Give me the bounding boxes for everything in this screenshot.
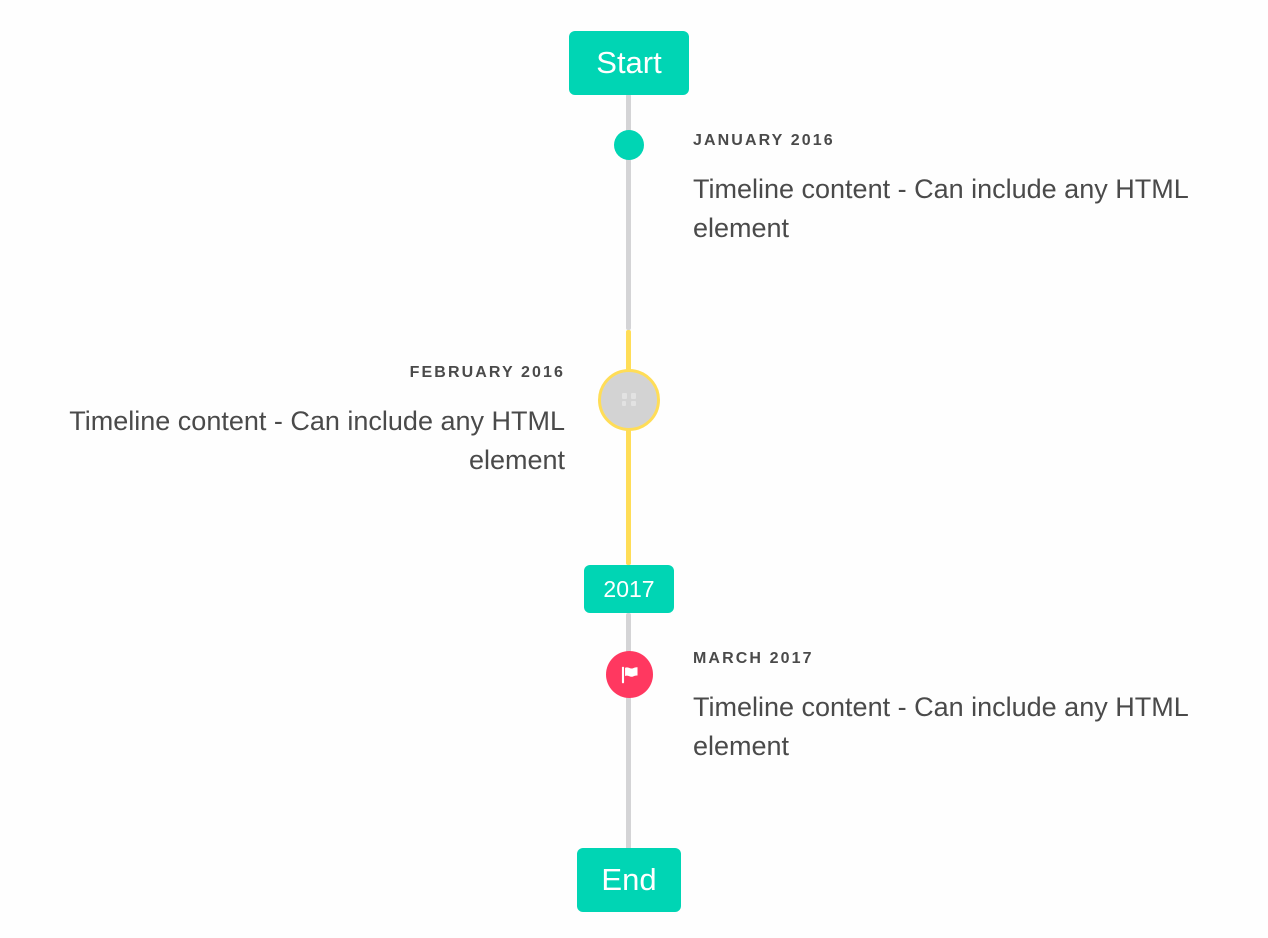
timeline-marker-february[interactable] [598,369,660,431]
timeline-header-start[interactable]: Start [569,31,689,95]
flag-icon [621,666,638,683]
timeline-marker-march[interactable] [606,651,653,698]
timeline-marker-january[interactable] [614,130,644,160]
timeline-item-body: Timeline content - Can include any HTML … [69,405,565,475]
timeline-item-body: Timeline content - Can include any HTML … [693,691,1188,761]
timeline-rail-segment-grey-upper [626,94,631,330]
timeline-item-january: JANUARY 2016 Timeline content - Can incl… [693,131,1233,248]
broken-image-icon [621,392,637,408]
timeline-rail-segment-grey-lower [626,613,631,852]
timeline-item-heading: JANUARY 2016 [693,132,835,149]
timeline-header-2017[interactable]: 2017 [584,565,674,613]
timeline-rail-segment-yellow [626,330,631,565]
timeline-item-heading: MARCH 2017 [693,650,814,667]
timeline-header-end[interactable]: End [577,848,681,912]
timeline-item-february: FEBRUARY 2016 Timeline content - Can inc… [25,363,565,480]
timeline-item-heading: FEBRUARY 2016 [409,364,565,381]
timeline-item-march: MARCH 2017 Timeline content - Can includ… [693,649,1233,766]
timeline-item-body: Timeline content - Can include any HTML … [693,173,1188,243]
